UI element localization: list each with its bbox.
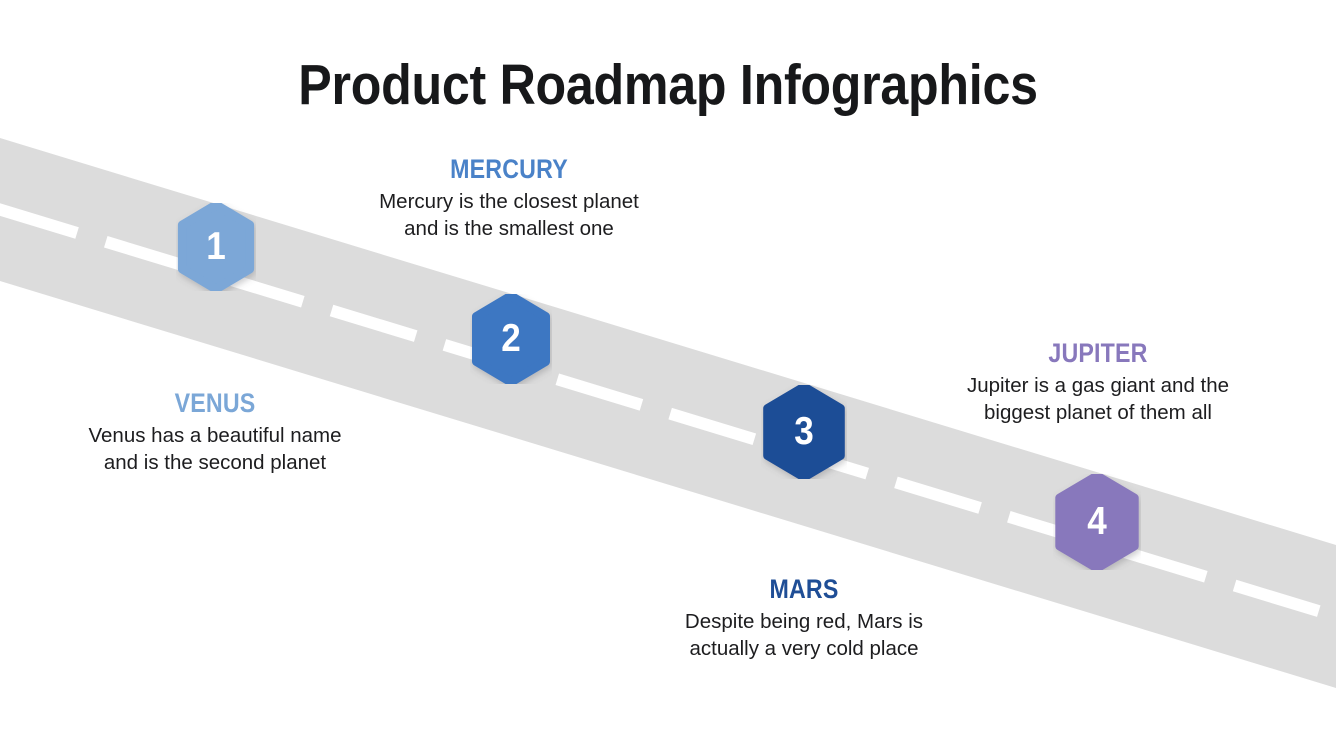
- step-description-venus: Venus has a beautiful name and is the se…: [88, 424, 342, 474]
- step-heading-mars: MARS: [769, 574, 839, 604]
- step-description-mercury: Mercury is the closest planet and is the…: [379, 190, 639, 240]
- step-text-mars: MARS Despite being red, Mars is actually…: [670, 574, 938, 662]
- step-marker-3[interactable]: 3: [761, 382, 847, 482]
- step-text-jupiter: JUPITER Jupiter is a gas giant and the b…: [963, 338, 1233, 426]
- step-marker-1[interactable]: 1: [176, 200, 256, 294]
- page-title: Product Roadmap Infographics: [298, 53, 1038, 117]
- step-marker-2[interactable]: 2: [470, 291, 552, 387]
- step-text-venus: VENUS Venus has a beautiful name and is …: [81, 388, 349, 476]
- hexagon-icon: [177, 200, 255, 294]
- road-center-dashes: [0, 167, 1336, 648]
- step-description-jupiter: Jupiter is a gas giant and the biggest p…: [966, 374, 1230, 424]
- step-heading-venus: VENUS: [174, 388, 256, 418]
- hexagon-icon: [763, 382, 845, 482]
- step-heading-mercury: MERCURY: [450, 154, 568, 184]
- hexagon-icon: [472, 291, 550, 387]
- step-marker-4[interactable]: 4: [1053, 471, 1141, 573]
- step-description-mars: Despite being red, Mars is actually a ve…: [684, 610, 924, 660]
- road-surface: [0, 138, 1336, 688]
- hexagon-icon: [1055, 471, 1139, 573]
- step-text-mercury: MERCURY Mercury is the closest planet an…: [375, 154, 643, 242]
- step-heading-jupiter: JUPITER: [1048, 338, 1148, 368]
